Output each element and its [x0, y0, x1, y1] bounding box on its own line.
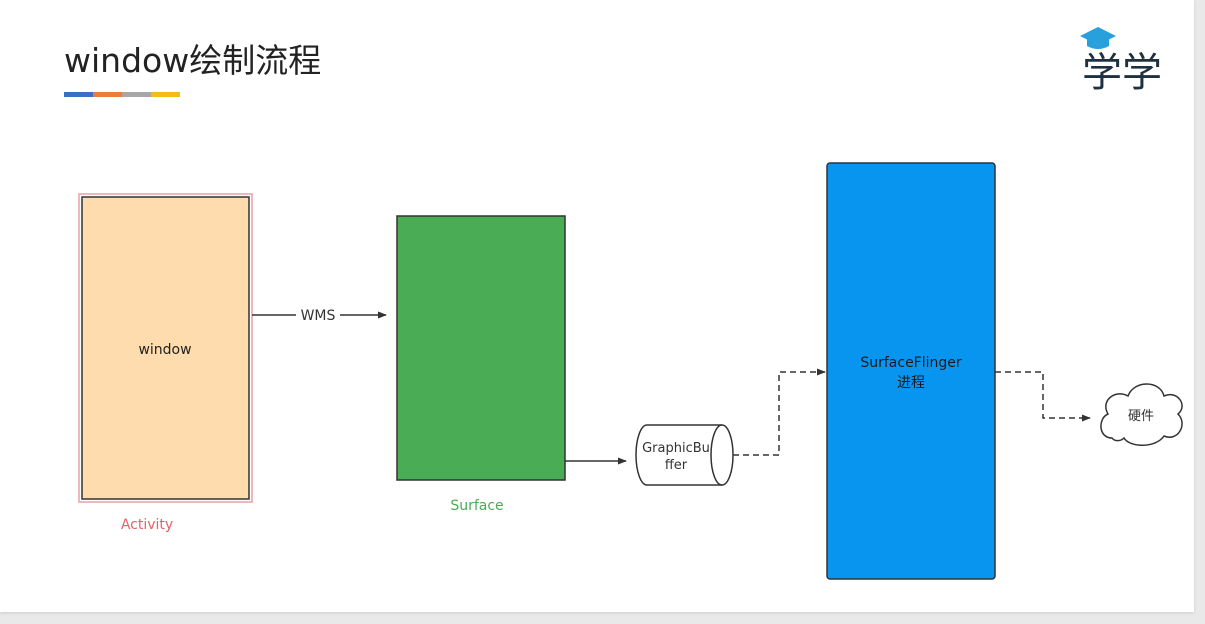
accent-bar-orange: [93, 92, 122, 97]
hardware-cloud: [1100, 383, 1183, 446]
surface-caption: Surface: [450, 498, 503, 514]
graphic-buffer-node: [635, 424, 734, 486]
accent-bar-yellow: [151, 92, 180, 97]
flinger-to-hardware-edge: [995, 371, 1091, 422]
activity-outline: [78, 193, 253, 503]
activity-caption: Activity: [121, 517, 173, 533]
logo-text: 学学: [1082, 50, 1162, 94]
window-label: window: [138, 342, 191, 358]
surfaceflinger-label-line2: 进程: [897, 375, 925, 391]
window-box: [81, 196, 250, 500]
graphic-buffer-label-line2: ffer: [665, 458, 688, 473]
graphic-buffer-label-line1: GraphicBu: [642, 441, 710, 456]
page-title: window绘制流程: [64, 41, 322, 80]
buffer-to-flinger-edge: [733, 368, 826, 456]
surfaceflinger-box: [826, 162, 996, 580]
graduation-cap-icon: [1080, 27, 1116, 49]
hardware-label: 硬件: [1128, 409, 1154, 424]
logo: 学学: [1080, 27, 1162, 94]
wms-edge-label: WMS: [301, 308, 336, 324]
surfaceflinger-label-line1: SurfaceFlinger: [860, 355, 962, 371]
surface-box: [396, 215, 566, 481]
accent-bar-blue: [64, 92, 93, 97]
accent-bar-gray: [122, 92, 151, 97]
